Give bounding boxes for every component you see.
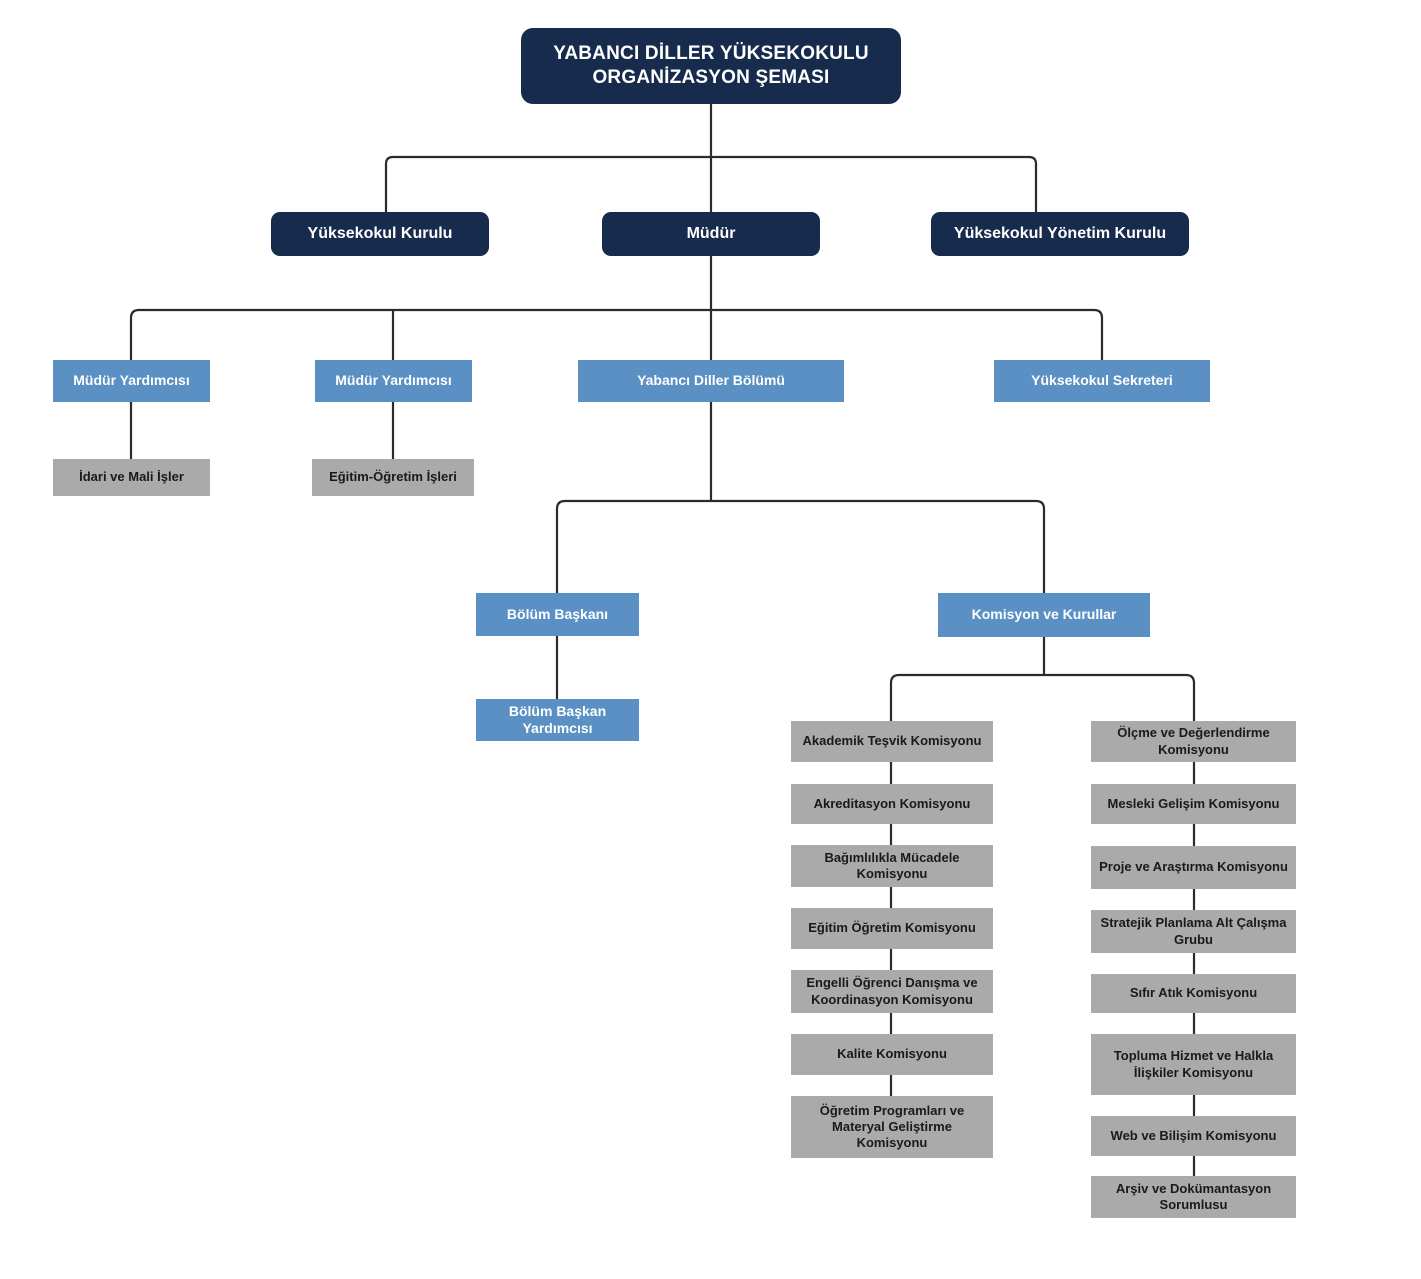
node-label: Bölüm Başkanı [506, 605, 609, 622]
node-label: Bölüm Başkan Yardımcısı [508, 702, 607, 737]
node-web-ve-bilisim-komisyonu: Web ve Bilişim Komisyonu [1091, 1116, 1296, 1156]
node-egitim-ogretim-isleri: Eğitim-Öğretim İşleri [312, 459, 474, 496]
node-komisyon-ve-kurullar: Komisyon ve Kurullar [938, 593, 1150, 637]
node-kalite-komisyonu: Kalite Komisyonu [791, 1034, 993, 1075]
node-label: İdari ve Mali İşler [79, 469, 184, 485]
node-bolum-baskan-yardimcisi: Bölüm Başkan Yardımcısı [476, 699, 639, 741]
node-sifir-atik-komisyonu: Sıfır Atık Komisyonu [1091, 974, 1296, 1013]
node-label: Yüksekokul Yönetim Kurulu [953, 225, 1167, 242]
node-label: Kalite Komisyonu [837, 1046, 947, 1062]
node-label: Web ve Bilişim Komisyonu [1110, 1127, 1277, 1143]
node-yuksekokul-kurulu: Yüksekokul Kurulu [271, 212, 489, 256]
node-label: Topluma Hizmet ve Halkla İlişkiler Komis… [1113, 1048, 1274, 1080]
node-label: Müdür Yardımcısı [335, 372, 452, 389]
node-label: Eğitim-Öğretim İşleri [329, 469, 457, 485]
chart-title-line-1: YABANCI DİLLER YÜKSEKOKULU [553, 43, 869, 65]
node-label: Akreditasyon Komisyonu [813, 795, 971, 811]
node-engelli-ogrenci-danisma-ve-koordinasyon-komisyonu: Engelli Öğrenci Danışma ve Koordinasyon … [791, 970, 993, 1013]
node-arsiv-ve-dokumantasyon-sorumlusu: Arşiv ve Dokümantasyon Sorumlusu [1091, 1176, 1296, 1218]
node-yabanci-diller-bolumu: Yabancı Diller Bölümü [578, 360, 844, 402]
node-topluma-hizmet-ve-halkla-iliskiler-komisyonu: Topluma Hizmet ve Halkla İlişkiler Komis… [1091, 1034, 1296, 1095]
node-egitim-ogretim-komisyonu: Eğitim Öğretim Komisyonu [791, 908, 993, 949]
chart-title-node: YABANCI DİLLER YÜKSEKOKULU ORGANİZASYON … [521, 28, 901, 104]
node-mudur-yardimcisi-1: Müdür Yardımcısı [53, 360, 210, 402]
node-yuksekokul-sekreteri: Yüksekokul Sekreteri [994, 360, 1210, 402]
node-label: Engelli Öğrenci Danışma ve Koordinasyon … [806, 975, 978, 1007]
node-proje-ve-arastirma-komisyonu: Proje ve Araştırma Komisyonu [1091, 846, 1296, 889]
node-label: Yüksekokul Sekreteri [1031, 372, 1173, 389]
node-label: Bağımlılıkla Mücadele Komisyonu [824, 849, 960, 881]
node-yuksekokul-yonetim-kurulu: Yüksekokul Yönetim Kurulu [931, 212, 1189, 256]
chart-title-line-2: ORGANİZASYON ŞEMASI [592, 67, 830, 88]
node-akademik-tesvik-komisyonu: Akademik Teşvik Komisyonu [791, 721, 993, 762]
node-mesleki-gelisim-komisyonu: Mesleki Gelişim Komisyonu [1091, 784, 1296, 824]
node-mudur: Müdür [602, 212, 820, 256]
node-label: Yabancı Diller Bölümü [637, 372, 785, 389]
node-label: Arşiv ve Dokümantasyon Sorumlusu [1115, 1180, 1272, 1212]
node-bagimlilikla-mucadele-komisyonu: Bağımlılıkla Mücadele Komisyonu [791, 845, 993, 887]
node-stratejik-planlama-alt-calisma-grubu: Stratejik Planlama Alt Çalışma Grubu [1091, 910, 1296, 953]
node-label: Öğretim Programları ve Materyal Geliştir… [819, 1102, 965, 1151]
node-label: Ölçme ve Değerlendirme Komisyonu [1117, 725, 1270, 757]
node-ogretim-programlari-ve-materyal-gelistirme-komisyonu: Öğretim Programları ve Materyal Geliştir… [791, 1096, 993, 1158]
node-olcme-ve-degerlendirme-komisyonu: Ölçme ve Değerlendirme Komisyonu [1091, 721, 1296, 762]
node-bolum-baskani: Bölüm Başkanı [476, 593, 639, 636]
node-label: Yüksekokul Kurulu [307, 225, 453, 242]
node-label: Akademik Teşvik Komisyonu [802, 733, 982, 749]
node-akreditasyon-komisyonu: Akreditasyon Komisyonu [791, 784, 993, 824]
node-label: Müdür Yardımcısı [73, 372, 190, 389]
node-label: Stratejik Planlama Alt Çalışma Grubu [1100, 915, 1287, 947]
node-idari-ve-mali-isler: İdari ve Mali İşler [53, 459, 210, 496]
node-label: Eğitim Öğretim Komisyonu [808, 920, 976, 936]
node-label: Proje ve Araştırma Komisyonu [1099, 859, 1288, 875]
node-mudur-yardimcisi-2: Müdür Yardımcısı [315, 360, 472, 402]
node-label: Komisyon ve Kurullar [971, 606, 1117, 623]
node-label: Mesleki Gelişim Komisyonu [1107, 795, 1280, 811]
node-label: Müdür [686, 225, 736, 242]
node-label: Sıfır Atık Komisyonu [1129, 985, 1258, 1001]
